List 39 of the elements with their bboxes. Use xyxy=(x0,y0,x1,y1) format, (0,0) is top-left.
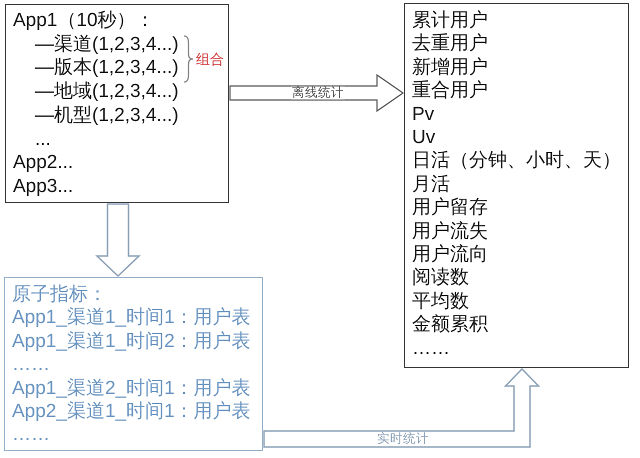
box-heading: 原子指标： xyxy=(12,283,107,306)
list-item: 日活（分钟、小时、天） xyxy=(412,149,621,173)
list-item: 用户留存 xyxy=(412,196,488,220)
list-item: App1_渠道1_时间2：用户表 xyxy=(12,330,251,354)
list-item: 去重用户 xyxy=(412,32,488,56)
edge-label: 实时统计 xyxy=(376,432,430,446)
list-item: —渠道(1,2,3,4...) xyxy=(35,32,179,56)
list-item: Pv xyxy=(412,102,434,126)
list-item: …… xyxy=(412,336,450,360)
list-item: 阅读数 xyxy=(412,266,469,290)
list-item: 用户流失 xyxy=(412,220,488,244)
edge-label: 离线统计 xyxy=(291,86,345,100)
list-item: App1（10秒）： xyxy=(13,9,155,33)
block-arrow xyxy=(263,368,540,448)
block-arrow xyxy=(95,203,141,278)
list-item: App3... xyxy=(13,174,74,199)
block-arrow xyxy=(229,74,404,112)
list-item: App1_渠道2_时间1：用户表 xyxy=(12,376,251,400)
list-item: —版本(1,2,3,4...) xyxy=(35,56,179,80)
list-item: 累计用户 xyxy=(412,9,488,32)
list-item: Uv xyxy=(412,126,436,150)
list-item: …… xyxy=(12,423,50,447)
brace-label: 组合 xyxy=(196,52,224,67)
metrics-list-box xyxy=(404,3,629,368)
list-item: —地域(1,2,3,4...) xyxy=(35,80,179,104)
list-item: 用户流向 xyxy=(412,243,488,266)
list-item: App1_渠道1_时间1：用户表 xyxy=(12,306,251,330)
list-item: 平均数 xyxy=(412,290,469,314)
list-item: ... xyxy=(35,128,51,152)
list-item: App2_渠道1_时间1：用户表 xyxy=(12,400,251,424)
app-list-box xyxy=(5,4,229,203)
list-item: 金额累积 xyxy=(412,313,488,337)
list-item: …… xyxy=(12,353,50,377)
atomic-metrics-box xyxy=(4,277,263,451)
list-item: 新增用户 xyxy=(412,56,488,80)
list-item: 重合用户 xyxy=(412,79,488,103)
list-item: 月活 xyxy=(412,172,450,196)
list-item: App2... xyxy=(13,151,74,175)
list-item: —机型(1,2,3,4...) xyxy=(35,104,179,128)
